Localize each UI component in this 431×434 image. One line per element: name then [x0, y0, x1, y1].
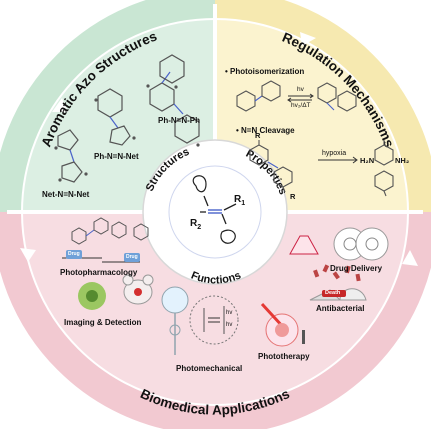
arrow-icon — [52, 98, 68, 112]
label-drug-delivery: Drug Delivery — [330, 264, 383, 273]
drug-block-icon — [124, 253, 140, 262]
label-hv: hv — [297, 86, 304, 93]
photoiso-trans-molecule — [236, 80, 281, 112]
ring-band-applications — [0, 211, 431, 434]
structure-ph-net — [97, 88, 131, 146]
label-net-net: Net-N=N-Net — [42, 190, 90, 199]
label-hypoxia: hypoxia — [322, 150, 347, 157]
label-hv2: hv — [226, 322, 233, 328]
arrow-icon — [20, 248, 36, 262]
label-photoisomerization: • Photoisomerization — [225, 67, 305, 76]
center-azo-molecule — [192, 175, 237, 244]
label-drug-a: Drug — [68, 251, 80, 257]
center-inner-circle — [168, 165, 262, 259]
label-ph-ph: Ph-N=N-Ph — [158, 116, 200, 125]
label-ph-net: Ph-N=N-Net — [94, 152, 139, 161]
structure-ph-ph — [149, 54, 200, 144]
arrow-icon — [300, 32, 316, 46]
photoiso-cis-molecule — [317, 82, 357, 112]
antibacterial-icon — [309, 264, 367, 301]
mouse-icon — [122, 274, 154, 305]
ring-band-structures — [0, 0, 216, 213]
cell-nucleus-icon — [86, 290, 98, 302]
center-functions-label: Functions — [189, 269, 243, 286]
label-hv-dt: hv₂/ΔT — [291, 102, 311, 109]
label-nh2: NH₂ — [395, 156, 410, 165]
center-r1: R1 — [234, 194, 245, 207]
photomechanical-illustration — [161, 286, 239, 355]
drug-delivery-icon — [289, 227, 389, 261]
structure-net-net — [57, 129, 83, 183]
phototherapy-illustration — [260, 302, 305, 347]
label-h2n: H₂N — [360, 156, 375, 165]
structure-dots — [54, 84, 200, 182]
label-death: Death — [325, 290, 341, 296]
photoiso-arrows — [287, 93, 314, 103]
label-photopharmacology: Photopharmacology — [60, 268, 138, 277]
label-antibacterial: Antibacterial — [316, 304, 365, 313]
label-photomechanical: Photomechanical — [176, 364, 243, 373]
label-phototherapy: Phototherapy — [258, 352, 310, 361]
label-hv1: hv — [226, 310, 233, 316]
arrow-icon — [402, 250, 418, 266]
label-imaging: Imaging & Detection — [64, 318, 142, 327]
cleavage-products — [374, 140, 394, 197]
label-drug-b: Drug — [126, 254, 138, 260]
ring-band-mechanisms — [214, 0, 431, 213]
label-r1: R — [255, 131, 261, 140]
cleavage-reactant — [249, 140, 293, 193]
label-r2: R — [290, 192, 296, 201]
label-cleavage: • N=N Cleavage — [236, 126, 295, 135]
drug-block-icon — [66, 250, 82, 259]
hypoxia-arrow — [318, 156, 358, 164]
center-r2: R2 — [190, 218, 201, 231]
